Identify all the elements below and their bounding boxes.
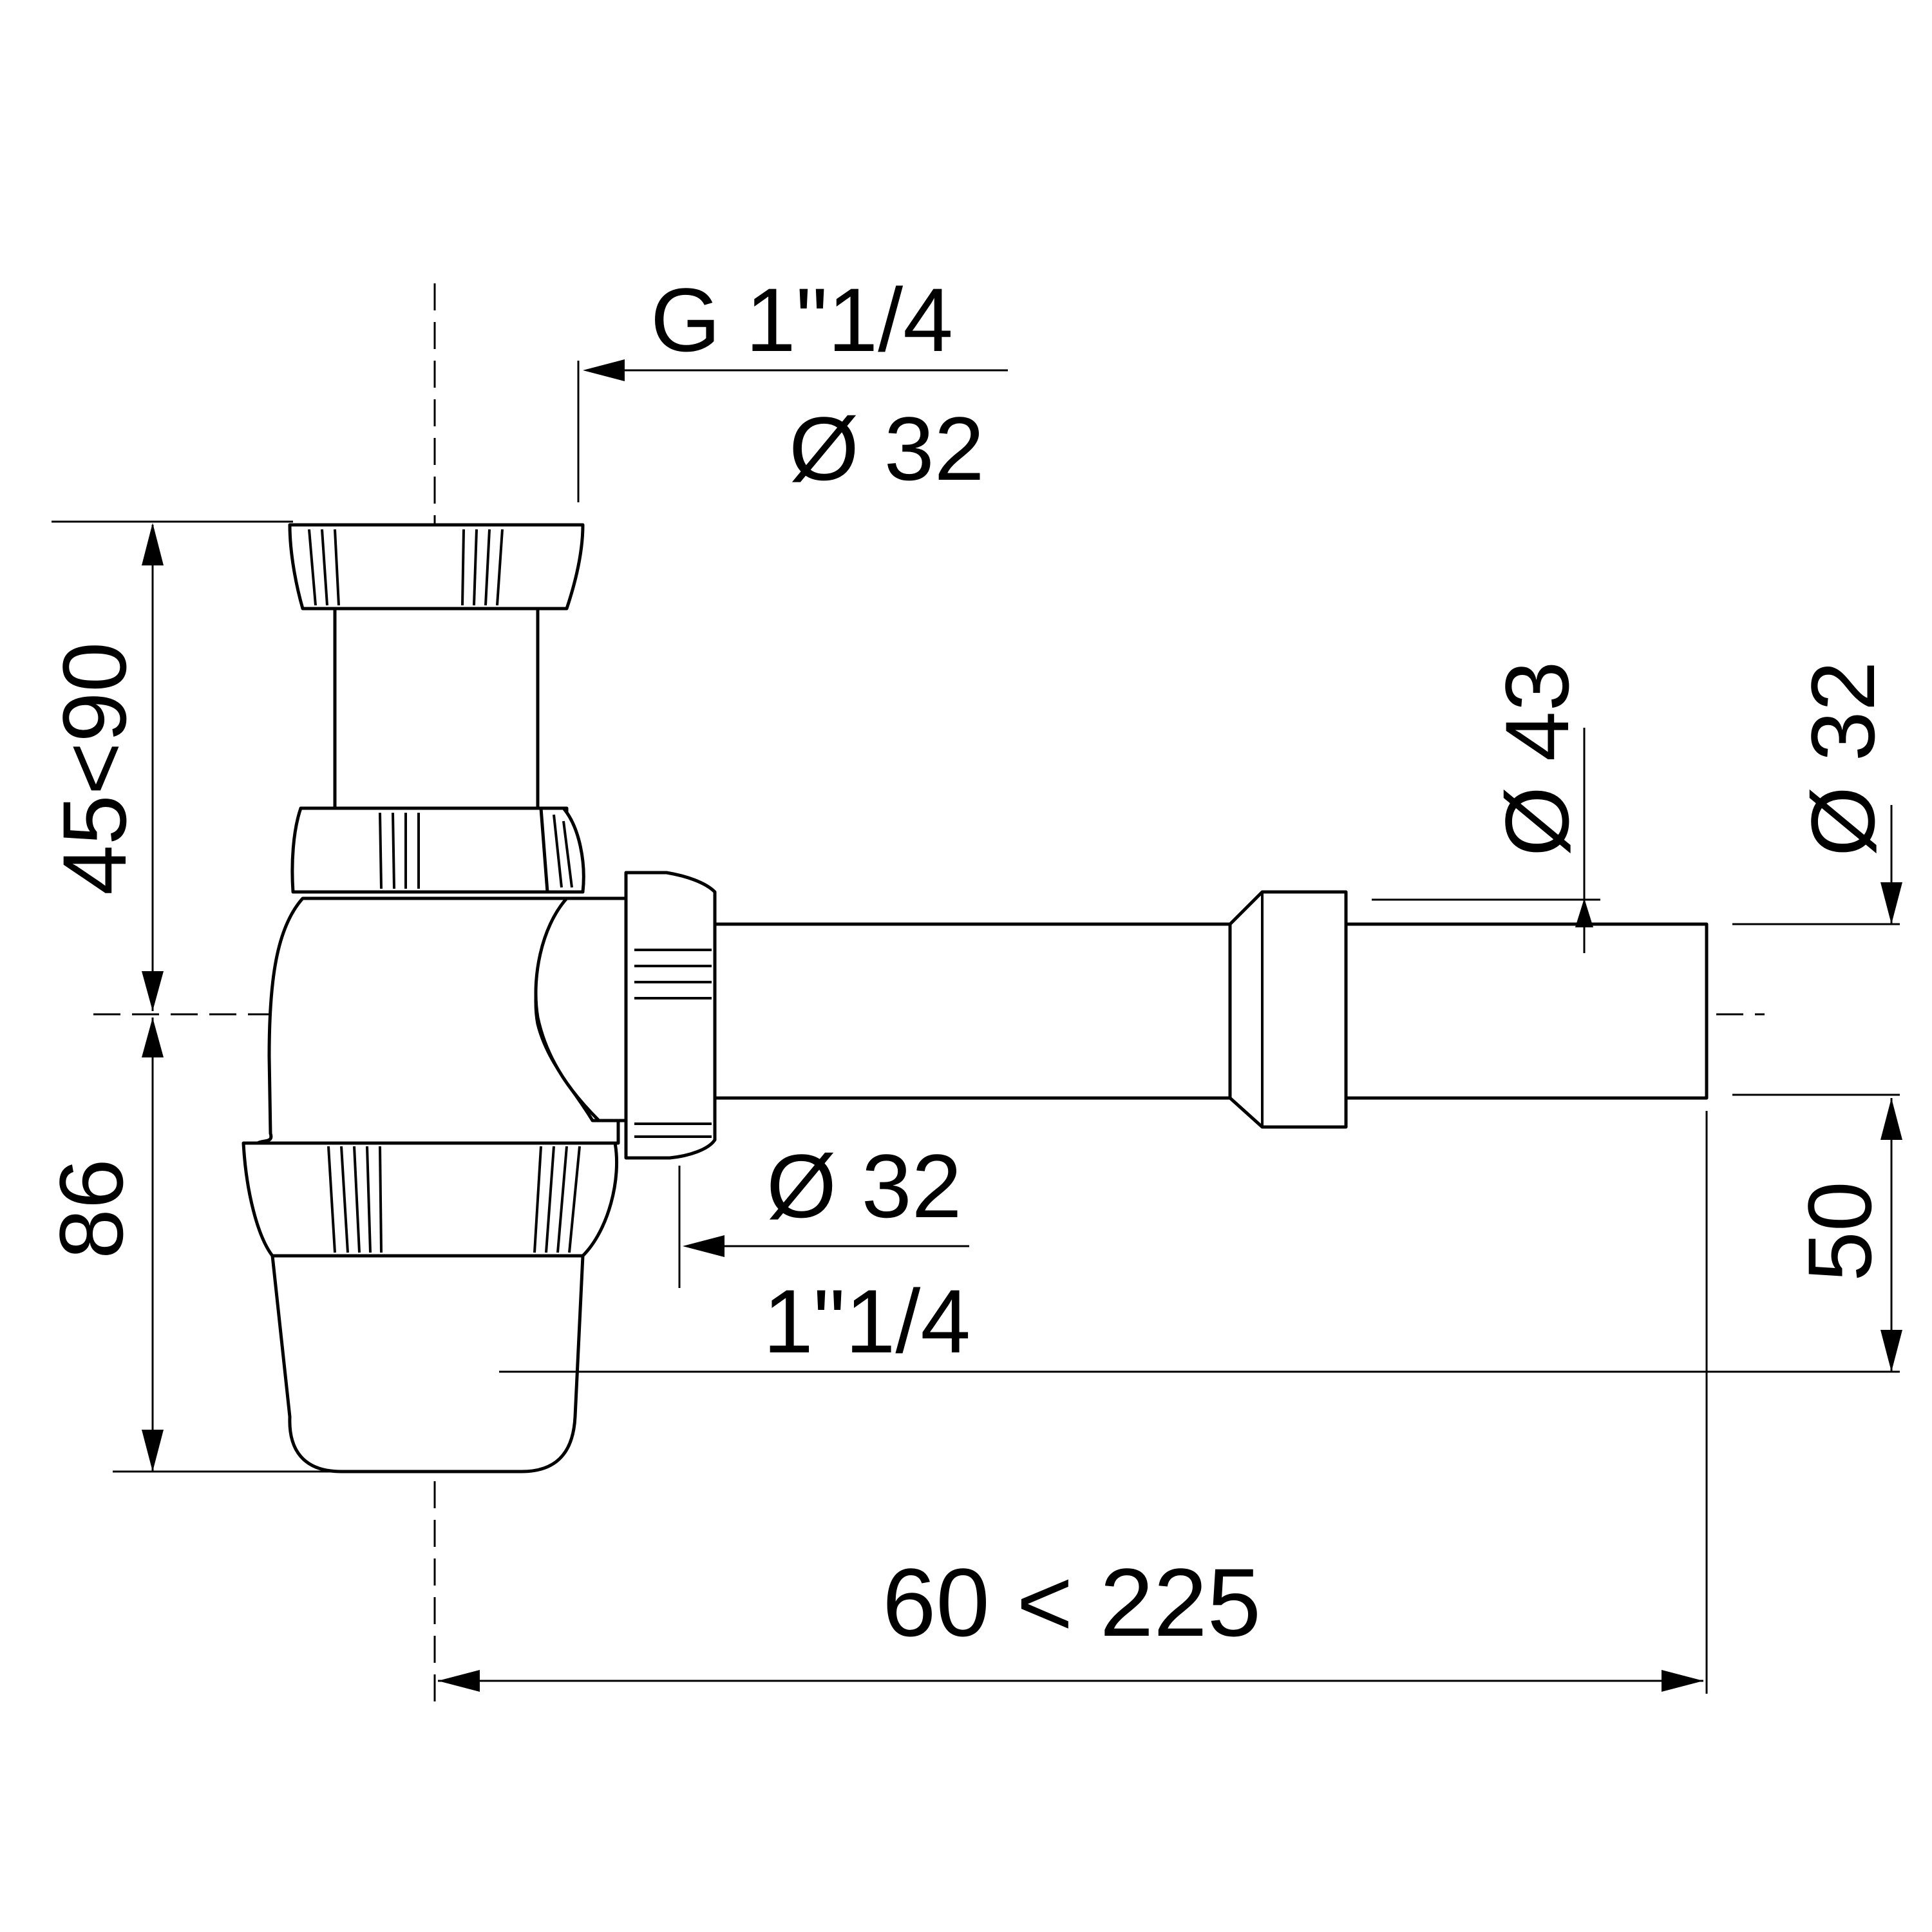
upper-body-nut-side bbox=[539, 806, 585, 894]
inlet-ring-ribs bbox=[308, 529, 504, 606]
outlet-height-label: 50 bbox=[1789, 1181, 1890, 1282]
outlet-pipe-dimension: Ø 32 50 bbox=[499, 661, 1902, 1373]
outlet-large-diameter-label: Ø 43 bbox=[1486, 661, 1587, 857]
lower-nut bbox=[242, 1141, 618, 1258]
inlet-callout: G 1"1/4 Ø 32 bbox=[577, 269, 1008, 502]
inlet-ring bbox=[288, 523, 585, 611]
height-adjust-label: 45<90 bbox=[44, 642, 145, 895]
horizontal-adjust-label: 60 < 225 bbox=[882, 1548, 1261, 1656]
inlet-thread-label: G 1"1/4 bbox=[650, 269, 953, 370]
outlet-assembly bbox=[624, 871, 1709, 1160]
horizontal-adjust-dimension: 60 < 225 bbox=[438, 1111, 1708, 1694]
trap-depth-label: 86 bbox=[41, 1159, 142, 1259]
bottle-elbow bbox=[534, 896, 630, 1122]
side-port-callout: Ø 32 1"1/4 bbox=[678, 1135, 971, 1372]
side-port-thread-label: 1"1/4 bbox=[763, 1271, 971, 1372]
inlet-diameter-label: Ø 32 bbox=[789, 398, 985, 499]
side-nut-ribs bbox=[634, 949, 712, 1138]
upper-body-nut-ribs bbox=[379, 812, 573, 889]
side-nut bbox=[624, 871, 717, 1160]
side-port-diameter-label: Ø 32 bbox=[766, 1135, 962, 1236]
bottom-cup bbox=[270, 1254, 585, 1473]
upper-body-nut bbox=[290, 806, 569, 894]
trap-depth-dimension: 86 bbox=[41, 1018, 341, 1473]
height-adjust-dimension: 45<90 bbox=[44, 520, 293, 1011]
end-pipe bbox=[1344, 922, 1709, 1100]
reducer-cone bbox=[1228, 890, 1348, 1129]
outlet-large-diameter-callout: Ø 43 bbox=[1372, 661, 1600, 953]
trap-body bbox=[242, 523, 630, 1473]
lower-nut-ribs bbox=[327, 1146, 581, 1253]
horizontal-pipe bbox=[713, 922, 1232, 1100]
outlet-pipe-diameter-label: Ø 32 bbox=[1792, 661, 1893, 857]
vertical-tube bbox=[333, 607, 540, 810]
